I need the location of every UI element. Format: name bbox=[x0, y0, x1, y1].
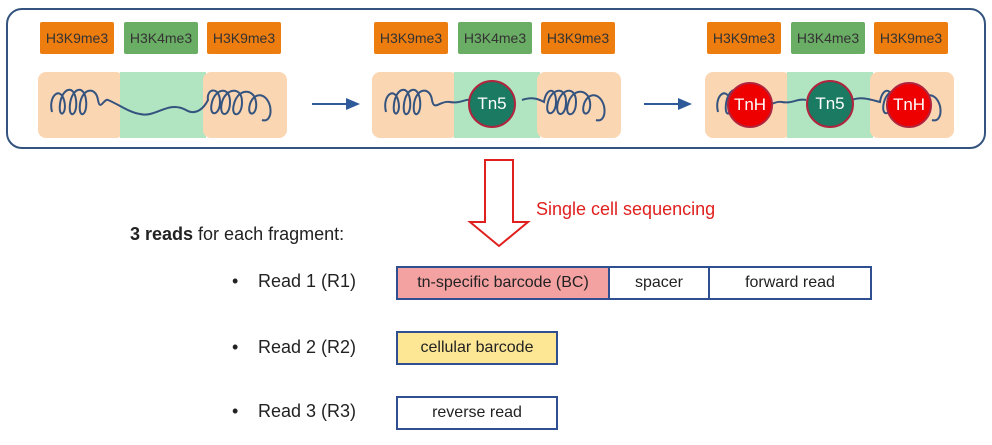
reads-heading: 3 reads for each fragment: bbox=[130, 224, 344, 245]
reads-heading-rest: for each fragment: bbox=[193, 224, 345, 244]
read1-label: Read 1 (R1) bbox=[258, 271, 357, 291]
mark-h3k9me3-s1-left: H3K9me3 bbox=[40, 22, 114, 54]
heterochromatin-region-s1-right bbox=[203, 72, 287, 138]
mark-h3k9me3-s3-right: H3K9me3 bbox=[874, 22, 948, 54]
read3-reverse-read-segment: reverse read bbox=[396, 396, 558, 430]
tn5-label: Tn5 bbox=[815, 94, 845, 113]
mark-h3k9me3-s3-left: H3K9me3 bbox=[707, 22, 781, 54]
read1-bullet: • bbox=[232, 271, 239, 291]
read1-barcode-segment: tn-specific barcode (BC) bbox=[396, 266, 610, 300]
tnh-label: TnH bbox=[733, 95, 767, 114]
single-cell-sequencing-label: Single cell sequencing bbox=[536, 199, 716, 219]
tn5-enzyme-s2: Tn5 bbox=[468, 80, 516, 128]
read3-bullet: • bbox=[232, 401, 239, 421]
tnh-enzyme-s3-left: TnH bbox=[727, 82, 773, 128]
reads-heading-bold: 3 reads bbox=[130, 224, 194, 244]
sequencing-down-arrow bbox=[467, 159, 531, 248]
heterochromatin-region-s2-right bbox=[537, 72, 621, 138]
mark-h3k4me3-s1: H3K4me3 bbox=[124, 22, 198, 54]
stage-arrow-2 bbox=[644, 98, 692, 110]
euchromatin-region-s1 bbox=[120, 72, 206, 138]
read2-bullet: • bbox=[232, 337, 239, 357]
mark-h3k4me3-s2: H3K4me3 bbox=[458, 22, 532, 54]
dna-strand-s1 bbox=[50, 89, 272, 122]
heterochromatin-region-s2-left bbox=[372, 72, 458, 138]
tn5-label: Tn5 bbox=[477, 94, 507, 113]
tn5-enzyme-s3: Tn5 bbox=[806, 80, 854, 128]
mark-h3k9me3-s2-left: H3K9me3 bbox=[374, 22, 448, 54]
mark-h3k9me3-s1-right: H3K9me3 bbox=[207, 22, 281, 54]
mark-h3k9me3-s2-right: H3K9me3 bbox=[541, 22, 615, 54]
stage-arrow-1 bbox=[312, 98, 360, 110]
mark-h3k4me3-s3: H3K4me3 bbox=[791, 22, 865, 54]
read2-cellular-barcode-segment: cellular barcode bbox=[396, 331, 558, 365]
read1-spacer-segment: spacer bbox=[608, 266, 710, 300]
read3-label: Read 3 (R3) bbox=[258, 401, 357, 421]
chromatin-panel bbox=[6, 8, 986, 149]
read1-forward-read-segment: forward read bbox=[708, 266, 872, 300]
heterochromatin-region-s1-left bbox=[38, 72, 124, 138]
dna-strand-s2 bbox=[384, 89, 606, 122]
tnh-label: TnH bbox=[892, 95, 926, 114]
read2-label: Read 2 (R2) bbox=[258, 337, 357, 357]
tnh-enzyme-s3-right: TnH bbox=[886, 82, 932, 128]
